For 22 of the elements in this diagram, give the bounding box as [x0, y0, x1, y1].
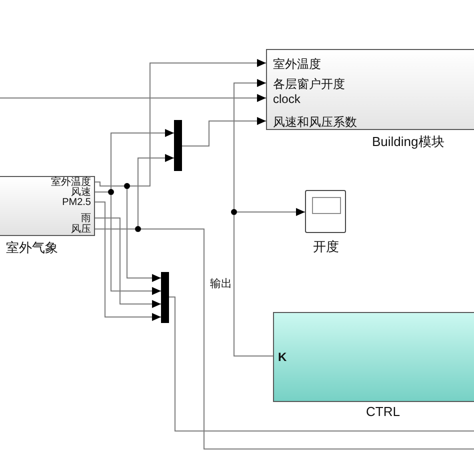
- mux-bar: [174, 120, 182, 171]
- edge-label: 输出: [209, 279, 233, 290]
- port-label: 风速: [71, 188, 91, 198]
- mux-bar: [161, 272, 169, 323]
- port-label: PM2.5: [62, 198, 91, 208]
- block-caption: 室外气象: [6, 241, 58, 254]
- signal-line: [168, 296, 474, 432]
- port-label: 风压: [71, 225, 91, 235]
- port-label: 室外温度: [273, 58, 321, 70]
- port-label: 各层窗户开度: [273, 78, 345, 90]
- port-label: clock: [273, 93, 300, 105]
- block-caption: CTRL: [366, 405, 400, 418]
- port-label: 雨: [81, 214, 91, 224]
- signal-line: [94, 218, 162, 308]
- signal-line: [94, 202, 162, 321]
- signal-line: [0, 94, 266, 102]
- port-label: 室外温度: [51, 178, 91, 188]
- port-label: 风速和风压系数: [273, 116, 357, 128]
- port-label: K: [278, 351, 287, 363]
- block-caption: 开度: [313, 240, 339, 253]
- signal-line: [182, 117, 266, 146]
- block-caption: Building模块: [372, 135, 444, 148]
